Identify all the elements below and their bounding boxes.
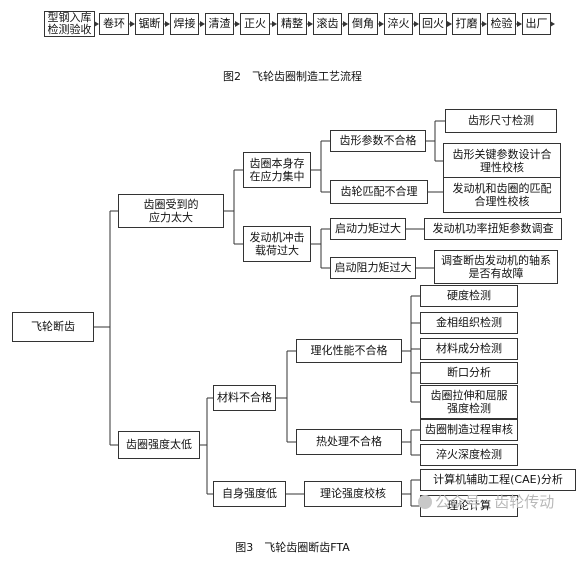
fta-impact-load: 发动机冲击载荷过大 [243, 226, 311, 262]
process-step: 清渣 [205, 13, 234, 35]
process-step: 打磨 [452, 13, 481, 35]
arrow-head [308, 21, 313, 27]
arrow-head [200, 21, 205, 27]
arrow-head [130, 21, 135, 27]
fta-process-review: 齿圈制造过程审核 [420, 419, 518, 441]
fta-material: 材料不合格 [213, 385, 276, 411]
fta-internal-stress: 齿圈本身存在应力集中 [243, 152, 311, 188]
arrow-head [482, 21, 487, 27]
process-step: 滚齿 [313, 13, 342, 35]
process-step: 卷环 [99, 13, 129, 35]
arrow-head [94, 21, 99, 27]
fta-quench-depth: 淬火深度检测 [420, 444, 518, 466]
fta-heat-treat: 热处理不合格 [296, 429, 402, 455]
fta-fracture: 断口分析 [420, 362, 518, 384]
process-step: 焊接 [170, 13, 199, 35]
fta-tooth-param: 齿形参数不合格 [330, 130, 426, 152]
fta-hardness: 硬度检测 [420, 285, 518, 307]
process-step: 淬火 [384, 13, 413, 35]
fta-power-torque: 发动机功率扭矩参数调查 [424, 218, 562, 240]
arrow-head [165, 21, 170, 27]
process-step: 倒角 [348, 13, 378, 35]
arrow-head [343, 21, 348, 27]
fta-tooth-design: 齿形关键参数设计合理性校核 [443, 143, 561, 179]
fta-tensile: 齿圈拉伸和屈服强度检测 [420, 385, 518, 419]
fta-metallography: 金相组织检测 [420, 312, 518, 334]
figure2-caption: 图2 飞轮齿圈制造工艺流程 [223, 70, 362, 83]
process-step: 锯断 [135, 13, 164, 35]
process-step: 出厂 [522, 13, 551, 35]
figure3-caption: 图3 飞轮齿圈断齿FTA [235, 541, 350, 554]
arrow-head [447, 21, 452, 27]
fta-engine-match: 发动机和齿圈的匹配合理性校核 [443, 177, 561, 213]
fta-strength-too-low: 齿圈强度太低 [118, 431, 200, 459]
arrow-head [272, 21, 277, 27]
process-step: 检验 [487, 13, 516, 35]
arrow-head [550, 21, 555, 27]
watermark-text: 公众号 · 齿轮传动 [435, 493, 555, 511]
fta-bearing-check: 调查断齿发动机的轴系是否有故障 [434, 250, 558, 284]
fta-cae: 计算机辅助工程(CAE)分析 [420, 469, 576, 491]
fta-gear-mismatch: 齿轮匹配不合理 [330, 180, 428, 204]
process-step: 精整 [277, 13, 307, 35]
wechat-icon [418, 494, 432, 509]
fta-physchem: 理化性能不合格 [296, 339, 402, 363]
fta-self-strength: 自身强度低 [213, 481, 286, 507]
arrow-head [414, 21, 419, 27]
process-step: 回火 [419, 13, 447, 35]
fta-composition: 材料成分检测 [420, 338, 518, 360]
arrow-head [379, 21, 384, 27]
fta-root: 飞轮断齿 [12, 312, 94, 342]
fta-start-resist: 启动阻力矩过大 [330, 257, 416, 279]
process-step: 正火 [240, 13, 270, 35]
watermark: 公众号 · 齿轮传动 [418, 491, 554, 512]
fta-theory-check: 理论强度校核 [304, 481, 402, 507]
arrow-head [517, 21, 522, 27]
process-step: 型钢入库检测验收 [44, 11, 95, 37]
arrow-head [235, 21, 240, 27]
fta-stress-too-high: 齿圈受到的应力太大 [118, 194, 224, 228]
fta-tooth-size: 齿形尺寸检测 [445, 109, 557, 133]
fta-start-torque: 启动力矩过大 [330, 218, 406, 240]
